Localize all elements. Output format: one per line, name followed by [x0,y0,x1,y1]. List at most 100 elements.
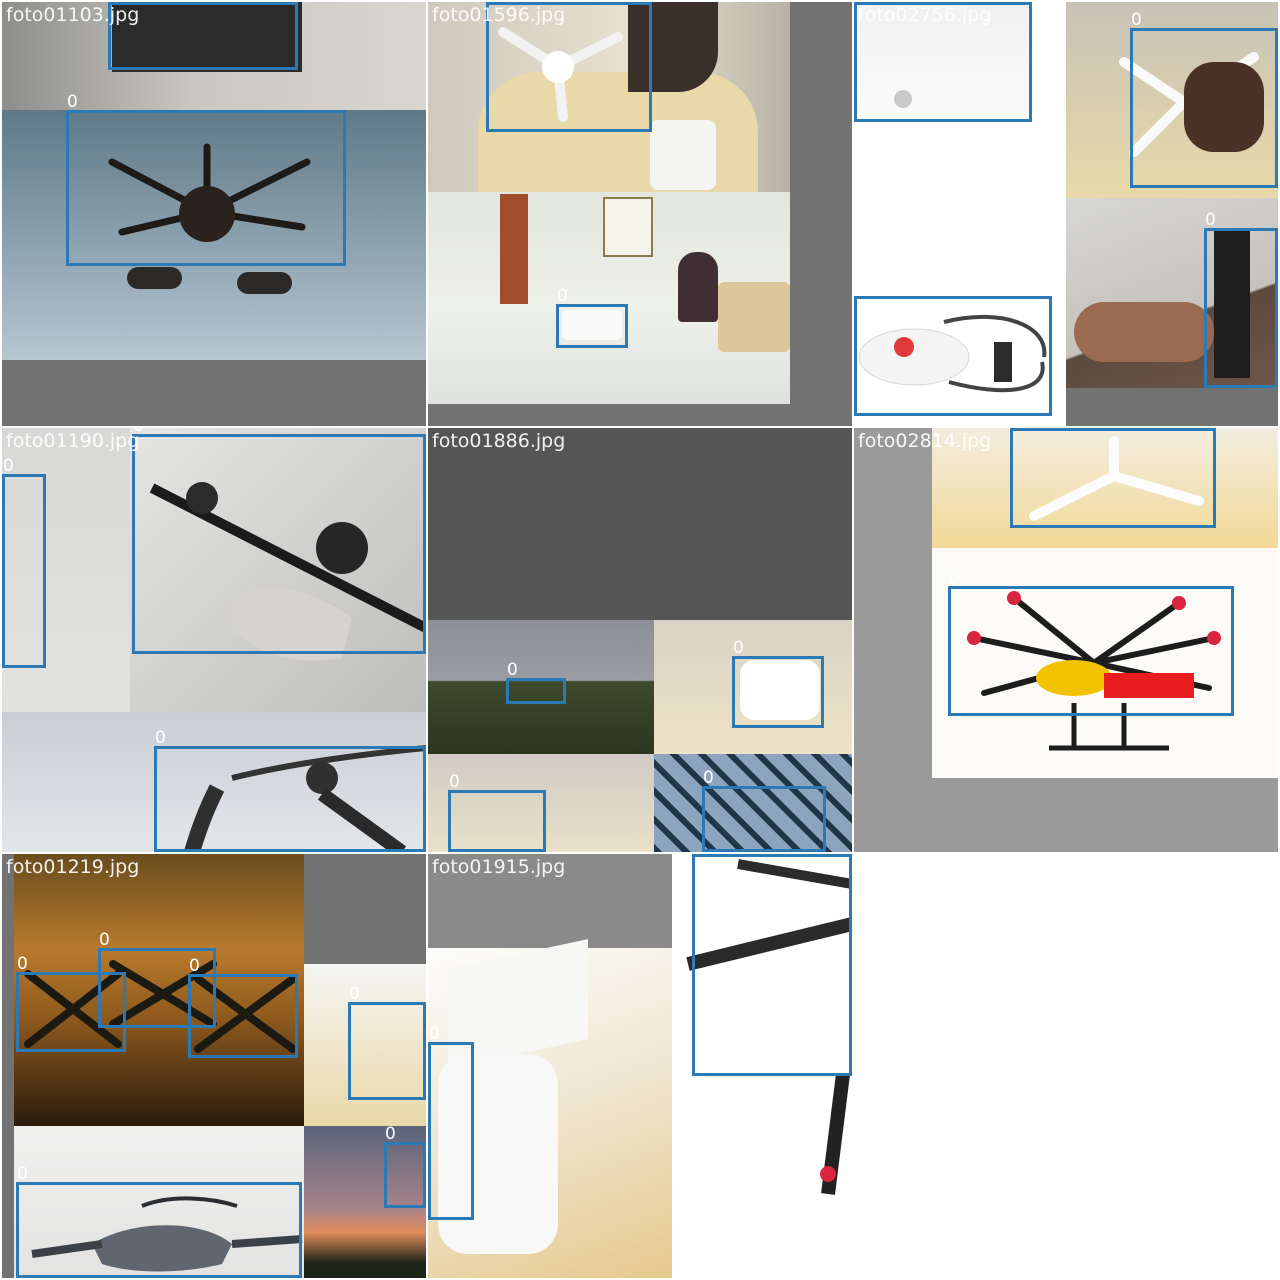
handheld-frame-photo [130,428,426,712]
image-filename: foto01219.jpg [6,856,140,878]
hexacopter-photo [92,142,322,294]
bounding-box: 0 [66,93,346,266]
mosaic-tile: 0 0 0 0 0 0 foto01219.jpg [2,854,426,1278]
bounding-box: 0 [506,661,566,704]
foldable-drone [22,1184,304,1278]
drone-box-photo [428,754,654,852]
image-filename: foto01915.jpg [432,856,566,878]
class-label: 0 [703,768,714,788]
bounding-box: 0 [948,569,1234,716]
class-label: 0 [67,92,78,112]
table-photo [932,428,1278,548]
class-label: 0 [855,278,866,298]
arm [1074,302,1214,362]
class-label: 0 [1131,10,1142,30]
white-drone-arm [438,1054,558,1254]
mosaic-tile: 0 0 foto02814.jpg [854,428,1278,852]
padding-area [2,360,426,426]
class-label: 0 [385,1124,396,1144]
padding-area [1066,388,1278,426]
class-label: 0 [557,286,568,306]
bounding-box: 0 [132,428,426,654]
bounding-box: 0 [428,1025,474,1220]
seated-person [678,252,718,322]
mosaic-tile: 0 0 foto01915.jpg [428,854,852,1278]
class-label: 0 [855,2,866,3]
net-photo [654,754,852,852]
mosaic-tile: 0 0 0 0 foto02756.jpg [854,2,1278,426]
quad-frame [142,468,426,668]
bounding-box: 0 [154,729,426,852]
remote-controller [650,120,716,190]
mosaic-tile: 0 0 0 foto01190.jpg [2,428,426,852]
class-label: 0 [1011,428,1022,429]
image-filename: foto01886.jpg [432,430,566,452]
bounding-box: 0 [384,1125,426,1208]
class-label: 0 [507,660,518,680]
class-label: 0 [693,854,704,855]
class-label: 0 [17,1164,28,1184]
class-label: 0 [949,568,960,588]
frame-part [1214,228,1250,378]
class-label: 0 [1205,210,1216,230]
toy-drone-photo [854,302,1054,422]
class-label: 0 [155,728,166,748]
small-drone [562,310,622,340]
trees-photo [428,620,654,754]
door [500,194,528,304]
bounding-box: 0 [732,639,824,728]
padding-area [428,428,852,620]
class-label: 0 [733,638,744,658]
mosaic-tile: 0 0 foto01596.jpg [428,2,852,426]
bounding-box: 0 [486,2,652,132]
mosaic-tile: 0 0 0 0 foto01886.jpg [428,428,852,852]
bounding-box: 0 [98,931,216,1028]
class-label: 0 [487,2,498,3]
bounding-box: 0 [854,2,1032,122]
class-label: 0 [17,954,28,974]
class-label: 0 [449,772,460,792]
drone-case-photo [112,2,302,72]
propeller-arm [172,738,426,852]
person-arm [628,2,718,92]
camera-lens [894,90,912,108]
bounding-box: 0 [448,773,546,852]
image-filename: foto01190.jpg [6,430,140,452]
image-filename: foto01103.jpg [6,4,140,26]
side-table [718,282,790,352]
drone-closeup [858,2,1028,112]
propeller-photo [2,712,426,852]
class-label: 0 [3,456,14,476]
bounding-box: 0 [854,279,1052,416]
window [603,197,653,257]
class-label: 0 [109,2,120,3]
class-label: 0 [429,1024,440,1044]
image-filename: foto02814.jpg [858,430,992,452]
white-drone [1014,436,1214,526]
sunset-photo [304,1126,426,1278]
class-label: 0 [189,956,200,976]
bounding-box: 0 [16,955,126,1052]
bounding-box: 0 [108,2,298,70]
mosaic-tile: 0 0 foto01103.jpg [2,2,426,426]
padding-area [428,854,672,948]
image-filename: foto02756.jpg [858,4,992,26]
bounding-box: 0 [692,854,852,1076]
bounding-box: 0 [702,769,826,852]
bounding-box: 0 [188,957,298,1058]
bounding-box: 0 [1010,428,1216,528]
bounding-box: 0 [556,287,628,348]
carbon-arm [678,854,852,1214]
bounding-box: 0 [1130,11,1278,188]
class-label: 0 [133,428,144,435]
hand [1184,62,1264,152]
bounding-box: 0 [16,1165,302,1278]
class-label: 0 [99,930,110,950]
octocopter [954,588,1234,758]
padding-area [790,2,852,426]
image-filename: foto01596.jpg [432,4,566,26]
class-label: 0 [349,984,360,1004]
bounding-box: 0 [2,457,46,668]
padding-area [428,404,790,426]
